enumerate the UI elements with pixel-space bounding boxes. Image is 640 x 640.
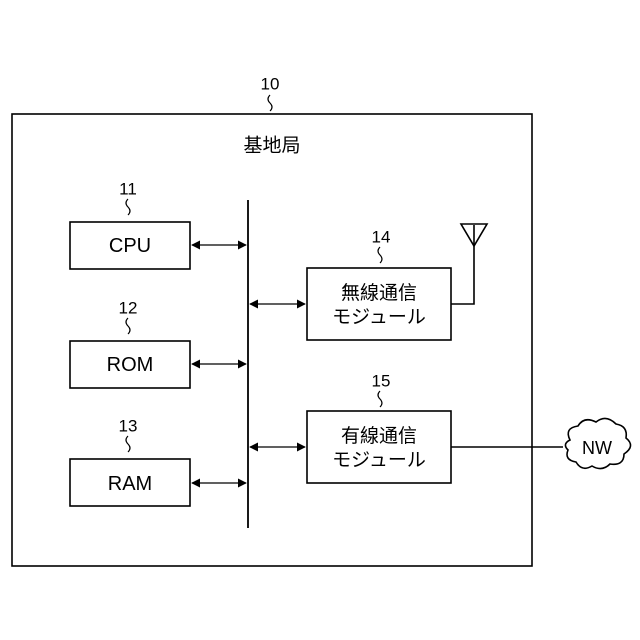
wired-module-label-line1: 有線通信 — [332, 424, 426, 448]
ram-ref: 13 — [119, 418, 138, 435]
rom-ref-leader — [126, 318, 130, 334]
base-station-title: 基地局 — [243, 137, 300, 156]
network-label: NW — [582, 439, 612, 457]
base-station-ref-leader — [268, 95, 272, 111]
wireless-module-ref-leader — [378, 247, 382, 263]
ram-label: RAM — [108, 474, 152, 494]
cpu-ref: 11 — [119, 181, 137, 198]
antenna-icon — [451, 224, 487, 304]
wired-module-label: 有線通信 モジュール — [332, 424, 426, 472]
base-station-ref: 10 — [261, 76, 280, 93]
wireless-module-label-line2: モジュール — [332, 305, 426, 329]
wireless-module-ref: 14 — [372, 229, 391, 246]
wireless-module-label: 無線通信 モジュール — [332, 281, 426, 329]
base-station-frame — [12, 114, 532, 566]
wired-module-ref: 15 — [372, 373, 391, 390]
ram-ref-leader — [126, 436, 130, 452]
wired-module-label-line2: モジュール — [332, 448, 426, 472]
rom-label: ROM — [107, 355, 154, 375]
rom-ref: 12 — [119, 300, 138, 317]
cpu-ref-leader — [126, 199, 130, 215]
wired-module-ref-leader — [378, 391, 382, 407]
wireless-module-label-line1: 無線通信 — [332, 281, 426, 305]
cpu-label: CPU — [109, 236, 151, 256]
